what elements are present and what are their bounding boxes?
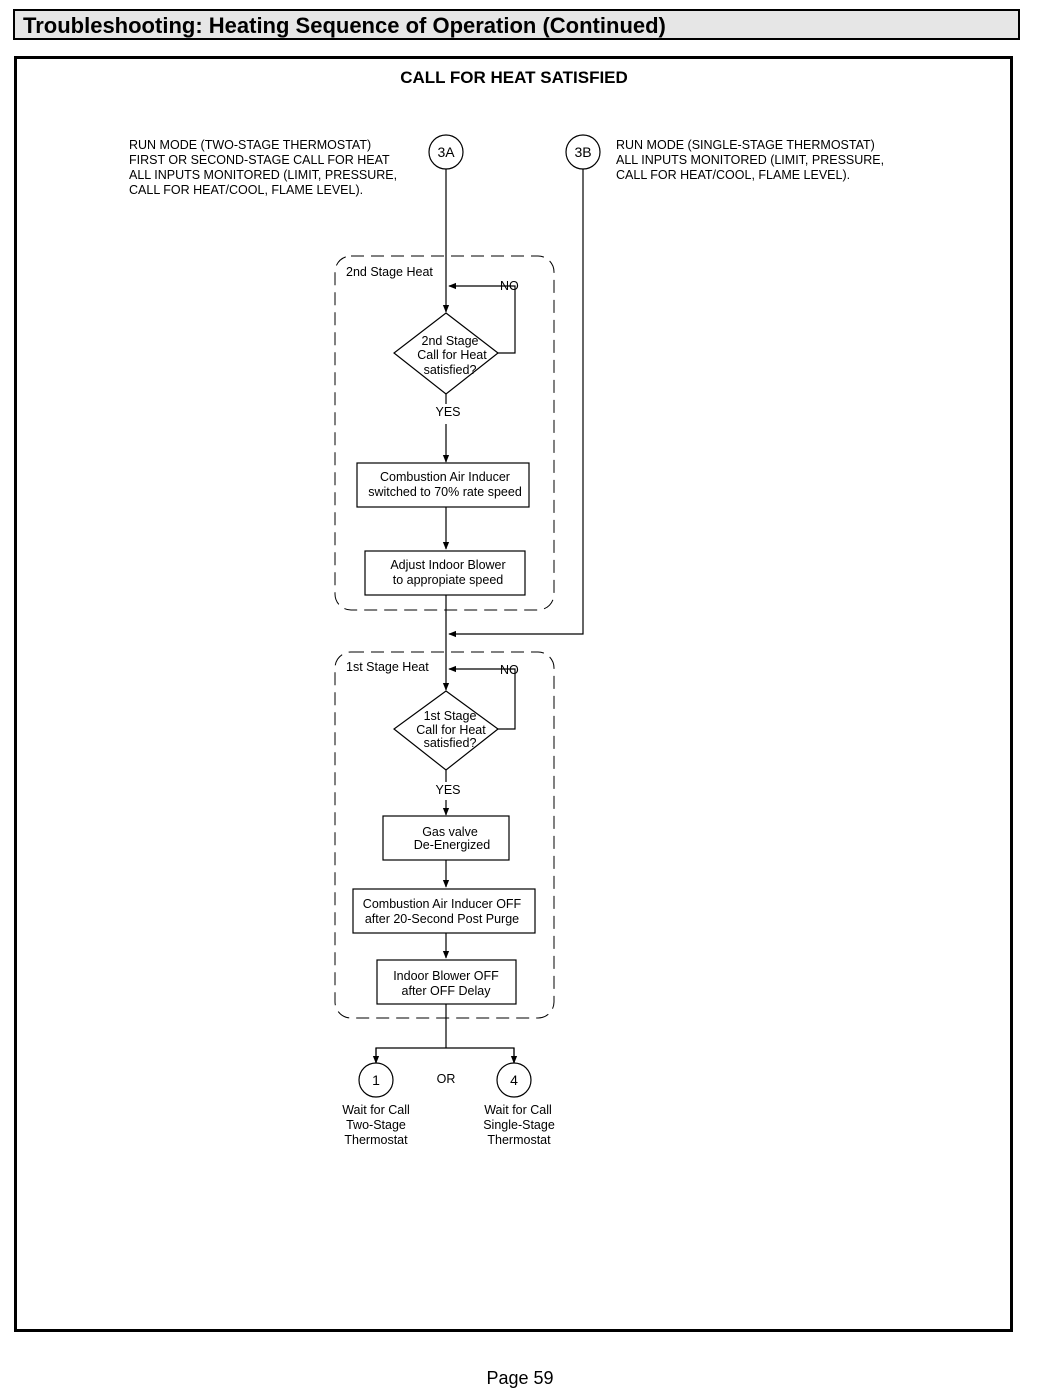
box-adjust-blower: Adjust Indoor Blower to appropiate speed <box>364 550 526 596</box>
decision-1st-stage: 1st Stage Call for Heat satisfied? <box>393 690 499 771</box>
page-number: Page 59 <box>486 1368 554 1388</box>
yes-label-2nd: YES <box>435 405 460 419</box>
note-3a-line: ALL INPUTS MONITORED (LIMIT, PRESSURE, <box>129 168 397 182</box>
note-3a: RUN MODE (TWO-STAGE THERMOSTAT) FIRST OR… <box>129 138 397 197</box>
no-label-2nd: NO <box>500 279 519 293</box>
diagram-frame <box>14 56 1013 1332</box>
yes-label-1st: YES <box>435 783 460 797</box>
wait-single-stage: Wait for Call Single-Stage Thermostat <box>483 1103 555 1147</box>
wait-single-stage-line: Single-Stage <box>483 1118 555 1132</box>
box-adjust-blower-line: Adjust Indoor Blower <box>390 558 505 572</box>
connector-1-label: 1 <box>372 1072 380 1088</box>
decision-1st-line: 1st Stage <box>424 709 477 723</box>
note-3a-line: CALL FOR HEAT/COOL, FLAME LEVEL). <box>129 183 363 197</box>
connector-4: 4 <box>496 1062 532 1098</box>
box-inducer-70: Combustion Air Inducer switched to 70% r… <box>356 462 530 508</box>
box-gas-valve-line: Gas valve <box>422 825 478 839</box>
group-1st-stage-label: 1st Stage Heat <box>346 660 429 674</box>
note-3b-line: ALL INPUTS MONITORED (LIMIT, PRESSURE, <box>616 153 884 167</box>
decision-2nd-stage: 2nd Stage Call for Heat satisfied? <box>393 312 499 395</box>
group-1st-stage <box>334 651 555 1019</box>
box-gas-valve: Gas valve De-Energized <box>382 815 510 861</box>
wait-two-stage-line: Wait for Call <box>342 1103 410 1117</box>
connector-1: 1 <box>358 1062 394 1098</box>
group-2nd-stage-label: 2nd Stage Heat <box>346 265 433 279</box>
decision-1st-line: satisfied? <box>424 736 477 750</box>
wait-single-stage-line: Wait for Call <box>484 1103 552 1117</box>
box-blower-off-line: Indoor Blower OFF <box>393 969 499 983</box>
wait-two-stage: Wait for Call Two-Stage Thermostat <box>342 1103 410 1147</box>
section-title: Troubleshooting: Heating Sequence of Ope… <box>23 13 666 38</box>
decision-1st-line: Call for Heat <box>416 723 486 737</box>
connector-4-label: 4 <box>510 1072 518 1088</box>
decision-2nd-line: satisfied? <box>424 363 477 377</box>
wait-single-stage-line: Thermostat <box>487 1133 551 1147</box>
no-label-1st: NO <box>500 663 519 677</box>
decision-2nd-line: Call for Heat <box>417 348 487 362</box>
box-inducer-off-line: after 20-Second Post Purge <box>365 912 519 926</box>
section-header: Troubleshooting: Heating Sequence of Ope… <box>13 9 1020 40</box>
box-blower-off-line: after OFF Delay <box>402 984 492 998</box>
box-inducer-70-line: Combustion Air Inducer <box>380 470 510 484</box>
group-2nd-stage <box>334 255 555 611</box>
or-label: OR <box>437 1072 456 1086</box>
box-inducer-70-line: switched to 70% rate speed <box>368 485 522 499</box>
connector-3a-label: 3A <box>437 144 455 160</box>
decision-2nd-line: 2nd Stage <box>422 334 479 348</box>
box-gas-valve-line: De-Energized <box>414 838 490 852</box>
note-3b-line: CALL FOR HEAT/COOL, FLAME LEVEL). <box>616 168 850 182</box>
connector-3a: 3A <box>428 134 464 170</box>
box-adjust-blower-line: to appropiate speed <box>393 573 504 587</box>
box-blower-off: Indoor Blower OFF after OFF Delay <box>376 959 517 1005</box>
connector-3b-label: 3B <box>574 144 591 160</box>
box-inducer-off-line: Combustion Air Inducer OFF <box>363 897 522 911</box>
note-3a-line: RUN MODE (TWO-STAGE THERMOSTAT) <box>129 138 371 152</box>
box-inducer-off: Combustion Air Inducer OFF after 20-Seco… <box>352 888 536 934</box>
wait-two-stage-line: Two-Stage <box>346 1118 406 1132</box>
note-3b: RUN MODE (SINGLE-STAGE THERMOSTAT) ALL I… <box>616 138 884 182</box>
connector-3b: 3B <box>565 134 601 170</box>
diagram-title: CALL FOR HEAT SATISFIED <box>400 68 628 87</box>
wait-two-stage-line: Thermostat <box>344 1133 408 1147</box>
note-3b-line: RUN MODE (SINGLE-STAGE THERMOSTAT) <box>616 138 875 152</box>
note-3a-line: FIRST OR SECOND-STAGE CALL FOR HEAT <box>129 153 390 167</box>
